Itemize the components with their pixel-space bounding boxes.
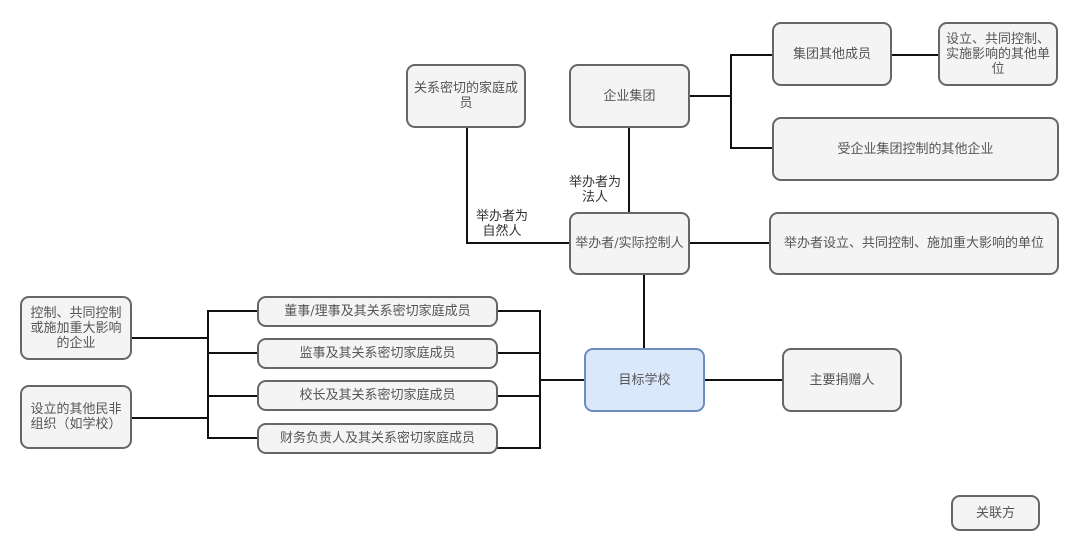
node-supervisors[interactable]: 监事及其关系密切家庭成员 bbox=[257, 338, 498, 369]
node-label: 董事/理事及其关系密切家庭成员 bbox=[284, 304, 471, 319]
edge-label-natural-person: 举办者为自然人 bbox=[475, 209, 528, 239]
node-close-family[interactable]: 关系密切的家庭成员 bbox=[406, 64, 526, 128]
edge-branch-vertical bbox=[730, 54, 773, 149]
node-group-members[interactable]: 集团其他成员 bbox=[772, 22, 892, 86]
node-group-member-units[interactable]: 设立、共同控制、实施影响的其他单位 bbox=[938, 22, 1058, 86]
node-sponsor[interactable]: 举办者/实际控制人 bbox=[569, 212, 690, 275]
legend-related-party: 关联方 bbox=[951, 495, 1040, 531]
node-other-orgs[interactable]: 设立的其他民非组织（如学校） bbox=[20, 385, 132, 449]
node-label: 受企业集团控制的其他企业 bbox=[837, 141, 994, 157]
node-label: 设立的其他民非组织（如学校） bbox=[30, 402, 122, 432]
legend-label: 关联方 bbox=[975, 505, 1015, 521]
node-label: 主要捐赠人 bbox=[809, 372, 875, 388]
node-label: 设立、共同控制、实施影响的其他单位 bbox=[945, 31, 1050, 77]
node-label: 集团其他成员 bbox=[792, 46, 871, 62]
node-label: 财务负责人及其关系密切家庭成员 bbox=[279, 431, 475, 446]
node-group-controlled[interactable]: 受企业集团控制的其他企业 bbox=[772, 117, 1059, 181]
edge-label-legal-person: 举办者为法人 bbox=[568, 175, 622, 205]
node-label: 举办者设立、共同控制、施加重大影响的单位 bbox=[783, 236, 1044, 251]
node-label: 控制、共同控制或施加重大影响的企业 bbox=[30, 305, 122, 351]
node-label: 目标学校 bbox=[618, 372, 671, 388]
node-label: 企业集团 bbox=[603, 88, 656, 104]
node-label: 关系密切的家庭成员 bbox=[414, 81, 519, 111]
node-label: 校长及其关系密切家庭成员 bbox=[299, 388, 456, 403]
edge-left-bus bbox=[207, 310, 257, 439]
node-enterprise-group[interactable]: 企业集团 bbox=[569, 64, 690, 128]
node-finance-head[interactable]: 财务负责人及其关系密切家庭成员 bbox=[257, 423, 498, 454]
node-controlled-enterprises[interactable]: 控制、共同控制或施加重大影响的企业 bbox=[20, 296, 132, 360]
node-label: 举办者/实际控制人 bbox=[575, 236, 684, 251]
node-target-school[interactable]: 目标学校 bbox=[584, 348, 705, 412]
node-directors[interactable]: 董事/理事及其关系密切家庭成员 bbox=[257, 296, 498, 327]
edge-close-family-sponsor bbox=[466, 128, 570, 244]
edge-right-bus bbox=[497, 310, 541, 449]
node-label: 监事及其关系密切家庭成员 bbox=[299, 346, 456, 361]
node-principal[interactable]: 校长及其关系密切家庭成员 bbox=[257, 380, 498, 411]
node-major-donor[interactable]: 主要捐赠人 bbox=[782, 348, 902, 412]
node-sponsor-units[interactable]: 举办者设立、共同控制、施加重大影响的单位 bbox=[769, 212, 1059, 275]
